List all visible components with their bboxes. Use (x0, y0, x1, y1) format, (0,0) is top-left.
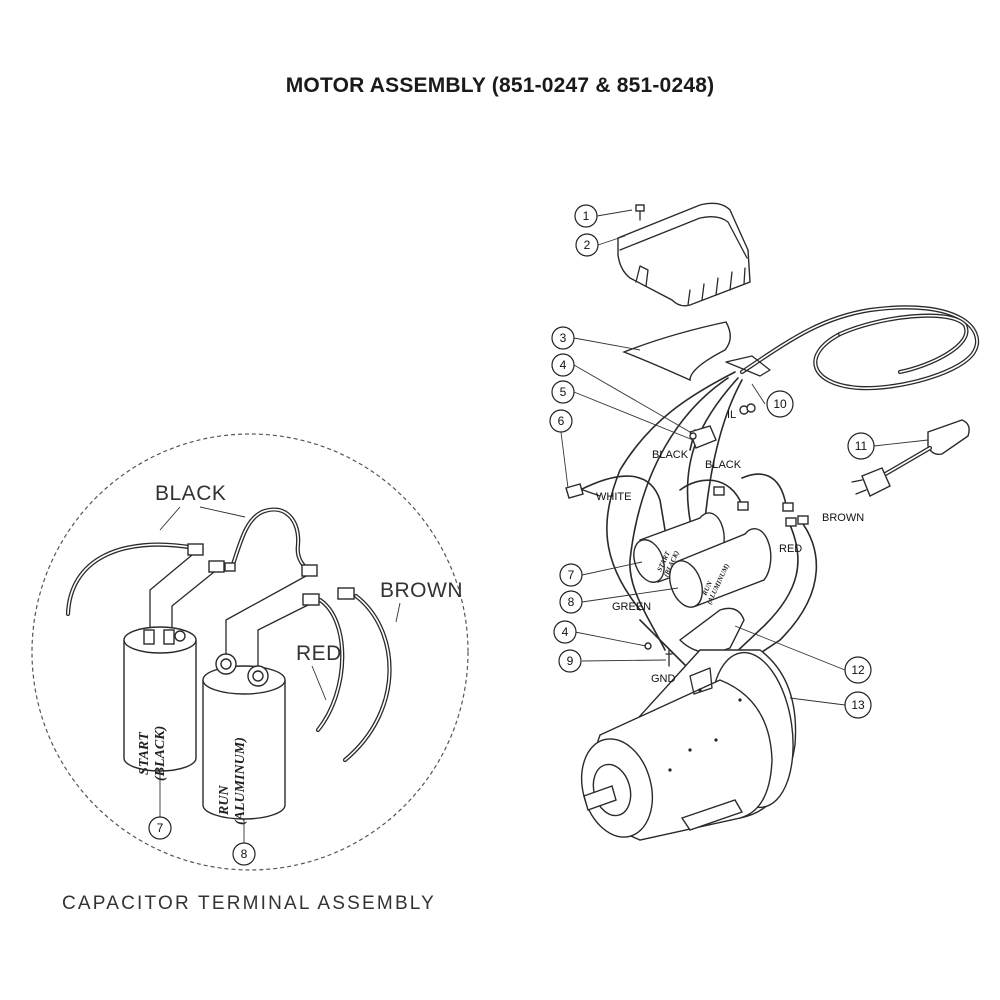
callout-5 (551, 380, 575, 404)
wire-label-black: BLACK (652, 449, 689, 461)
part-nut (689, 432, 697, 440)
svg-text:13: 13 (851, 698, 865, 712)
callout-12 (844, 656, 872, 684)
callout-2 (575, 233, 599, 257)
svg-text:8: 8 (568, 595, 575, 609)
part-screw (635, 204, 645, 221)
svg-text:4: 4 (560, 358, 567, 372)
detail-terminal (301, 564, 318, 577)
detail-run-sub-label: (ALUMINUM) (233, 737, 248, 825)
wire-label-gnd: GND (651, 673, 676, 685)
callout-1 (574, 204, 598, 228)
part-power-cord (725, 305, 980, 497)
ground-screw (665, 649, 673, 667)
svg-text:7: 7 (157, 821, 164, 835)
motor-base (680, 799, 744, 831)
svg-text:7: 7 (568, 568, 575, 582)
detail-terminal (337, 587, 355, 600)
inline-switch (927, 419, 970, 456)
detail-brown-label: BROWN (380, 579, 463, 602)
detail-callout-8 (232, 842, 256, 866)
callout-3 (551, 326, 575, 350)
wire-label-green: GREEN (612, 601, 651, 613)
callout-4 (553, 620, 577, 644)
detail-black-label: BLACK (155, 482, 226, 505)
svg-text:8: 8 (241, 847, 248, 861)
detail-run-label: RUN (217, 785, 232, 816)
svg-text:10: 10 (773, 397, 787, 411)
detail-terminal (187, 543, 204, 556)
page-title: MOTOR ASSEMBLY (851-0247 & 851-0248) (285, 74, 715, 97)
callout-9 (558, 649, 582, 673)
callout-11 (847, 432, 875, 460)
callout-8 (559, 590, 583, 614)
terminal-block (689, 425, 717, 449)
detail-run-capacitor: RUN (ALUMINUM) (202, 653, 286, 825)
part-ferrule (565, 483, 584, 499)
callout-7 (559, 563, 583, 587)
detail-red-label: RED (296, 642, 342, 665)
capacitor-detail-view: START (BLACK) RUN (ALUMINUM) BLACK BROWN… (31, 433, 469, 871)
detail-start-capacitor: START (BLACK) (123, 626, 197, 781)
svg-text:9: 9 (567, 654, 574, 668)
detail-terminal (208, 560, 225, 573)
svg-text:5: 5 (560, 385, 567, 399)
wire-label-brown: BROWN (822, 512, 864, 524)
callout-4 (551, 353, 575, 377)
wire-grommet (689, 667, 713, 695)
part-motor (581, 649, 797, 841)
svg-text:6: 6 (558, 414, 565, 428)
detail-start-sub-label: (BLACK) (153, 726, 168, 781)
wire-label-il: IL (727, 409, 736, 421)
svg-text:4: 4 (562, 625, 569, 639)
part-capacitor-bracket (678, 607, 745, 654)
strain-relief (725, 355, 771, 377)
detail-circle (31, 433, 469, 871)
wire-label-black: BLACK (705, 459, 742, 471)
power-plug (861, 467, 891, 497)
part-gasket (622, 321, 731, 382)
callout-10 (766, 390, 794, 418)
detail-start-label: START (137, 731, 152, 775)
part-junction-cover (617, 202, 751, 307)
detail-terminal (302, 593, 320, 606)
wire-label-red: RED (779, 543, 802, 555)
svg-text:12: 12 (851, 663, 865, 677)
svg-text:1: 1 (583, 209, 590, 223)
exploded-motor-view: START (BLACK) RUN (ALUMINUM) (549, 202, 980, 841)
svg-text:3: 3 (560, 331, 567, 345)
svg-text:11: 11 (855, 439, 868, 453)
capacitor-terminal-assembly-title: CAPACITOR TERMINAL ASSEMBLY (62, 893, 437, 914)
motor-shaft (583, 785, 617, 811)
detail-callout-7 (148, 816, 172, 840)
callout-13 (844, 691, 872, 719)
wire-label-white: WHITE (596, 491, 631, 503)
svg-text:2: 2 (584, 238, 591, 252)
callout-6 (549, 409, 573, 433)
